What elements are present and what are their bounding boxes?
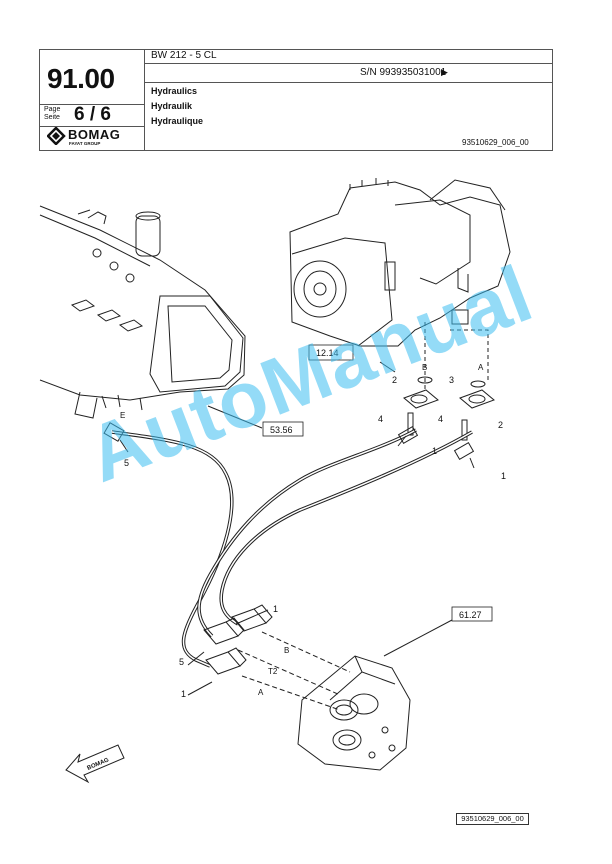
section-number: 91.00 <box>47 63 115 94</box>
callout-number: 5 <box>179 657 184 667</box>
header-drawing-code: 93510629_006_00 <box>462 138 529 147</box>
header-frame <box>39 49 553 151</box>
callout-number: 2 <box>392 375 397 385</box>
title-english: Hydraulics <box>151 86 198 96</box>
port-label: A <box>258 688 264 697</box>
ref-box-label: 61.27 <box>459 610 482 620</box>
callout-number: 1 <box>181 689 186 699</box>
ref-box-label: 12.14 <box>316 348 339 358</box>
callout-number: 1 <box>273 604 278 614</box>
callout-number: 3 <box>449 375 454 385</box>
callout-number: 1 <box>501 471 506 481</box>
callout-number: 5 <box>124 458 129 468</box>
callout-number: 4 <box>378 414 383 424</box>
port-label: A <box>478 363 484 372</box>
page-number: 6 / 6 <box>74 104 111 125</box>
direction-arrow-icon: BOMAG <box>65 744 125 784</box>
bomag-logo-icon <box>47 127 66 145</box>
title-german: Hydraulik <box>151 101 193 111</box>
callout-number: 2 <box>498 420 503 430</box>
port-label: T2 <box>268 667 278 676</box>
logo-subtext: FAYAT GROUP <box>69 141 101 146</box>
model-name: BW 212 - 5 CL <box>151 50 217 61</box>
port-label: B <box>284 646 289 655</box>
logo-text: BOMAG <box>68 127 121 142</box>
port-label: E <box>120 411 125 420</box>
callout-number: 1 <box>432 446 437 456</box>
port-label: B <box>422 363 427 372</box>
title-french: Hydraulique <box>151 116 204 126</box>
callout-number: 4 <box>438 414 443 424</box>
footer-drawing-code: 93510629_006_00 <box>456 813 529 825</box>
serial-number: S/N 993935031001 <box>360 67 447 78</box>
ref-box-label: 53.56 <box>270 425 293 435</box>
serial-arrow-icon: ▶ <box>441 67 448 77</box>
